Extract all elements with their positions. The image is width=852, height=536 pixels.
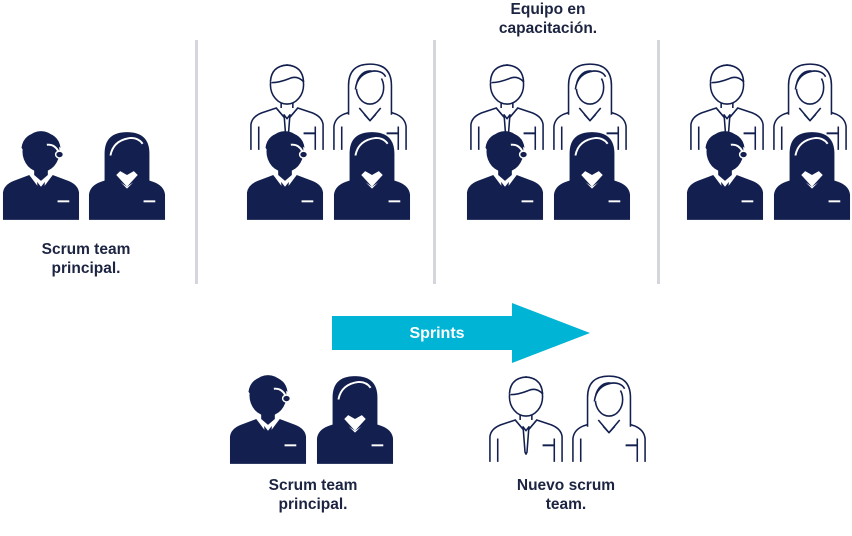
- woman-outline-icon: [570, 374, 648, 464]
- sprints-label: Sprints: [409, 325, 465, 342]
- bottom-left-caption: Scrum team principal.: [268, 477, 358, 513]
- divider-2: [433, 40, 436, 284]
- man-outline-icon: [487, 374, 565, 464]
- woman-filled-icon: [333, 130, 411, 220]
- training-team-caption: Equipo en capacitación.: [498, 1, 598, 37]
- man-filled-icon: [2, 130, 80, 220]
- sprints-arrow: [332, 303, 590, 363]
- bottom-right-caption: Nuevo scrum team.: [516, 477, 616, 513]
- man-filled-icon: [466, 130, 544, 220]
- man-filled-icon: [229, 374, 307, 464]
- man-filled-icon: [686, 130, 764, 220]
- man-filled-icon: [246, 130, 324, 220]
- woman-filled-icon: [316, 374, 394, 464]
- woman-filled-icon: [553, 130, 631, 220]
- woman-filled-icon: [88, 130, 166, 220]
- divider-1: [195, 40, 198, 284]
- woman-filled-icon: [773, 130, 851, 220]
- divider-3: [657, 40, 660, 284]
- top-left-caption: Scrum team principal.: [41, 241, 131, 277]
